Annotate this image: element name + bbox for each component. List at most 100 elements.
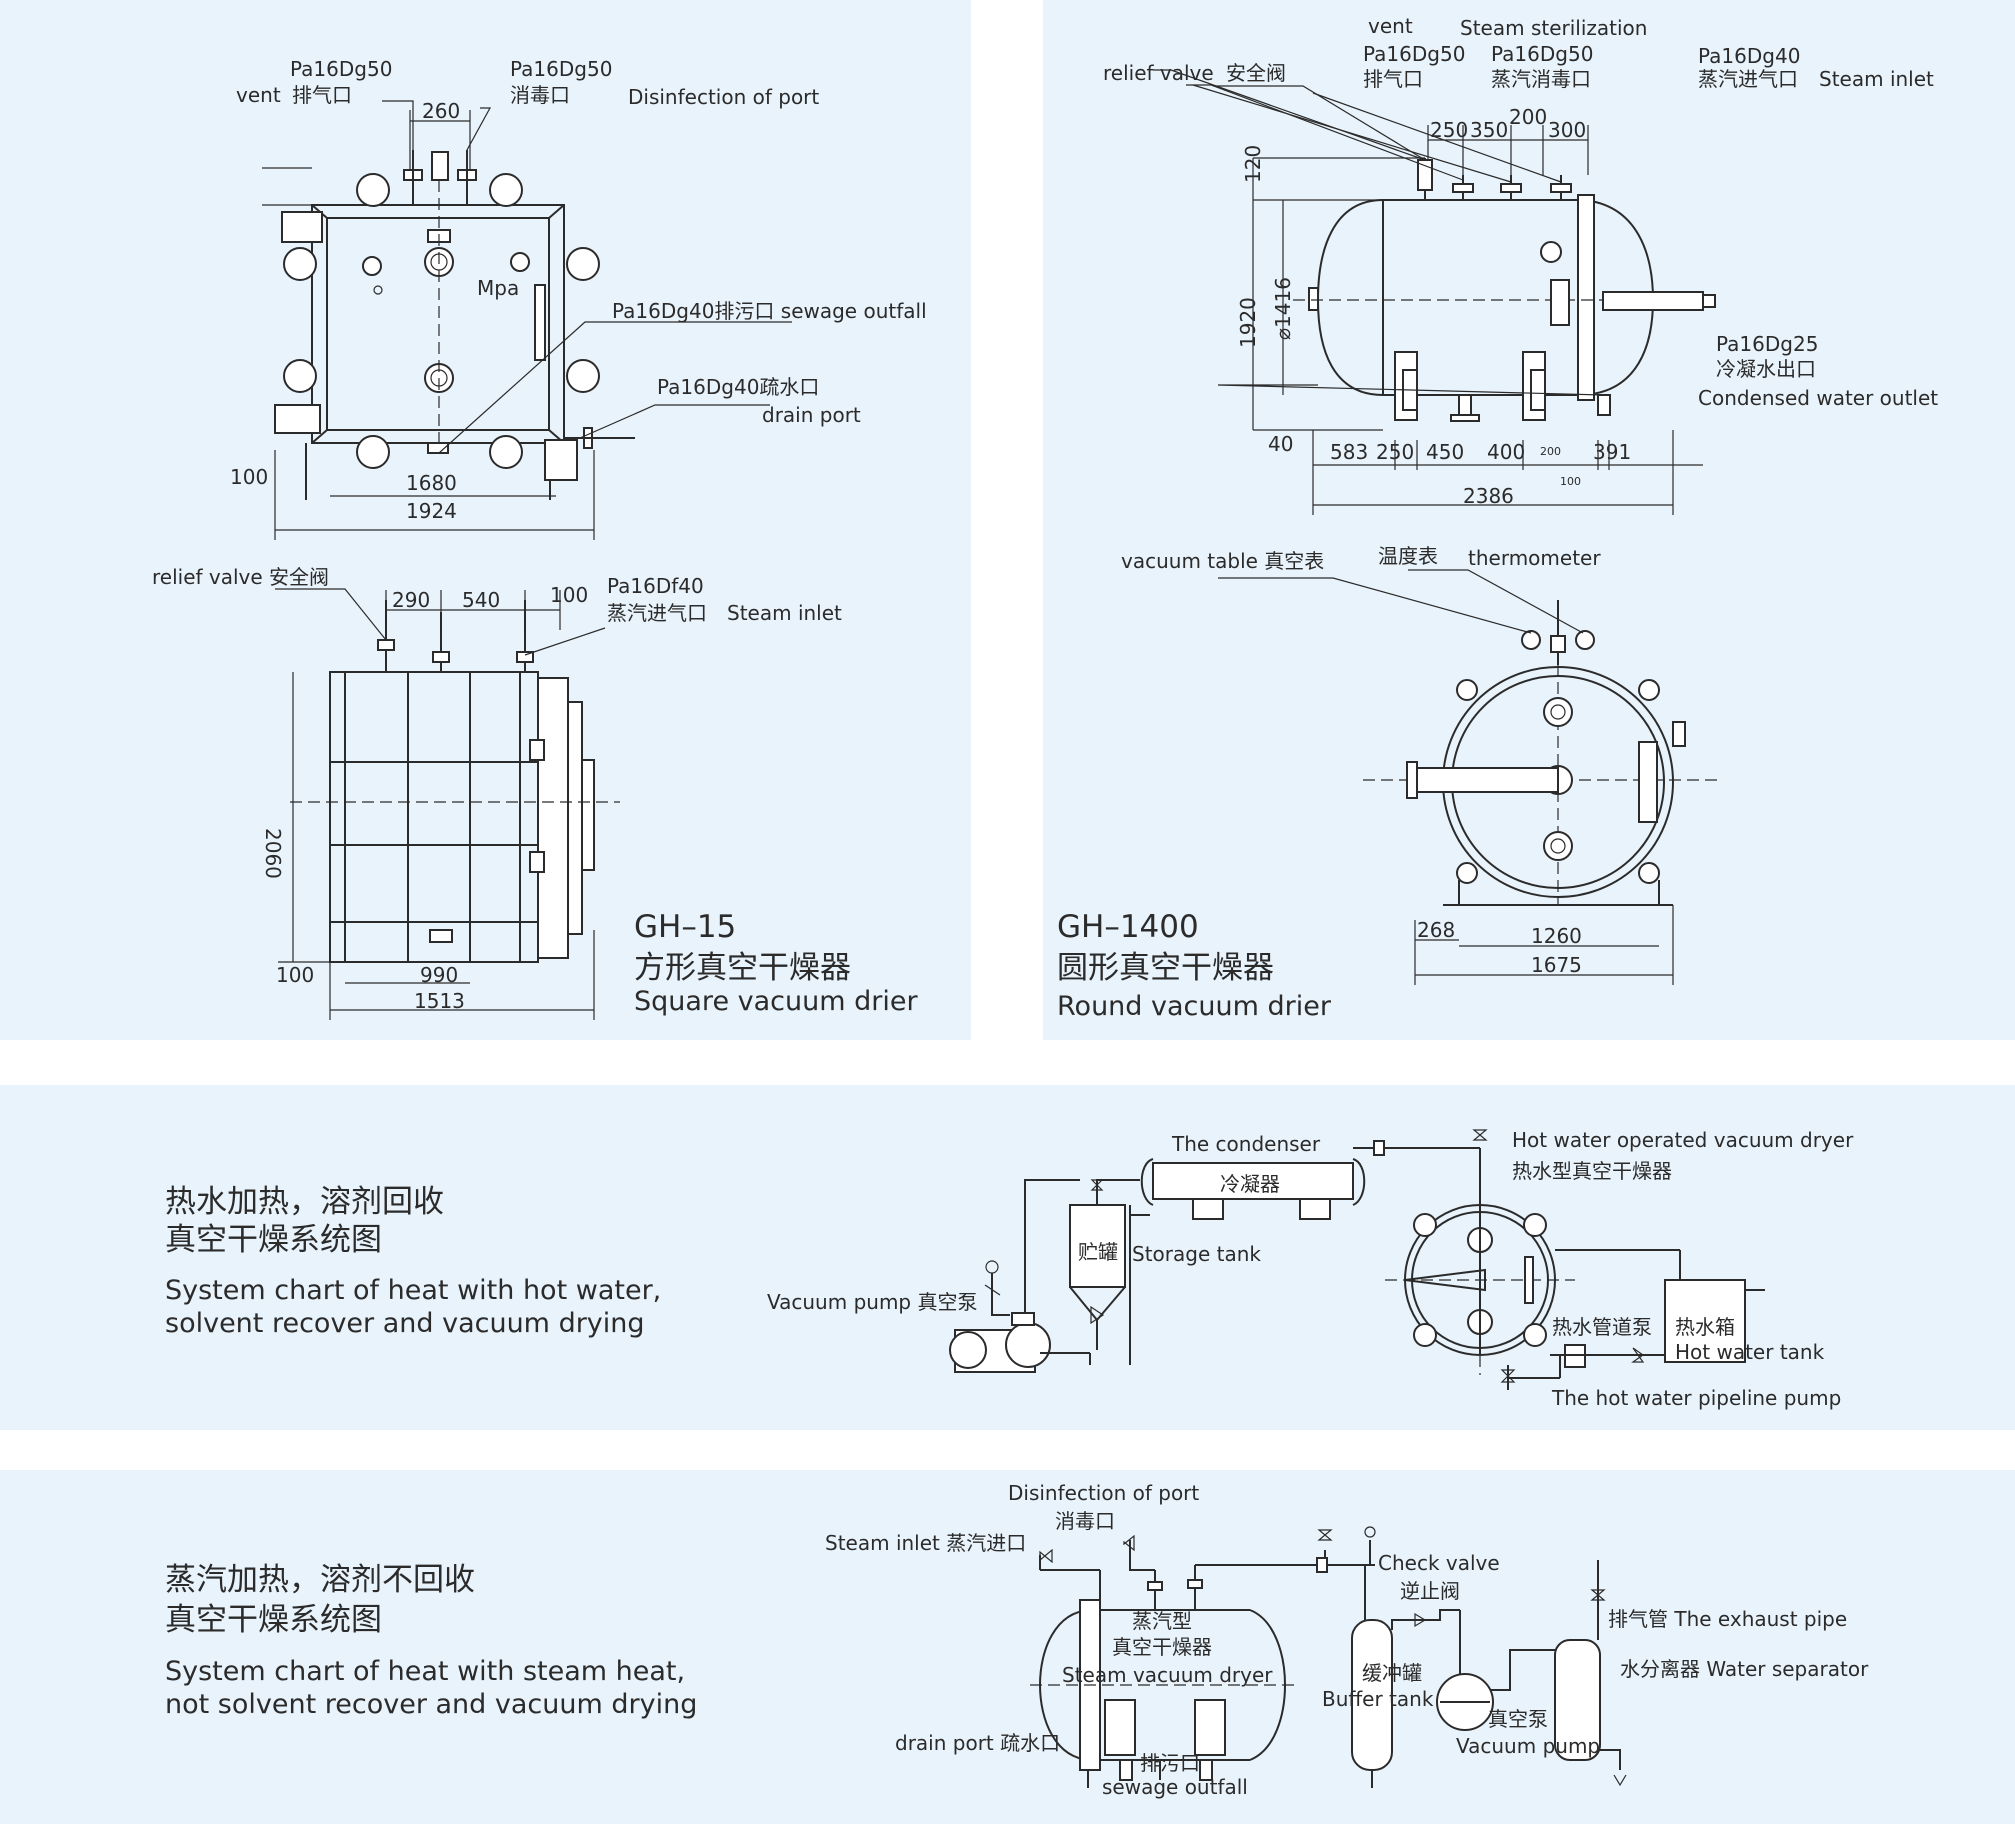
hot-water-system-panel: 热水加热，溶剂回收 真空干燥系统图 System chart of heat w… [0, 1085, 2015, 1430]
hot-water-system-chart: 热水加热，溶剂回收 真空干燥系统图 System chart of heat w… [165, 1128, 1854, 1410]
hot-dryer-en: Hot water operated vacuum dryer [1512, 1128, 1854, 1152]
steam-check-en: Check valve [1378, 1551, 1500, 1575]
sq-drain-spec: Pa16Dg40疏水口 [657, 375, 819, 399]
rd-model-title: GH–1400 [1057, 909, 1199, 945]
rd-d1920: 1920 [1236, 297, 1260, 348]
hot-storage-cn: 贮罐 [1078, 1240, 1118, 1264]
steam-system-panel: 蒸汽加热，溶剂不回收 真空干燥系统图 System chart of heat … [0, 1470, 2015, 1824]
steam-dryer-cn1: 蒸汽型 [1132, 1609, 1192, 1633]
sq-dim-540: 540 [462, 588, 500, 612]
steam-title-cn2: 真空干燥系统图 [165, 1602, 382, 1638]
hot-dryer-cn: 热水型真空干燥器 [1512, 1159, 1672, 1183]
sq-drain-en: drain port [762, 403, 861, 427]
rd-d40: 40 [1268, 432, 1293, 456]
condenser-shape [1152, 1162, 1354, 1200]
steam-exhaust-label: 排气管 The exhaust pipe [1608, 1607, 1847, 1631]
rd-ster-cn: 蒸汽消毒口 [1491, 67, 1591, 91]
sq-disinfect-en: Disinfection of port [628, 85, 819, 109]
square-drier-drawing: Pa16Dg50 vent 排气口 Pa16Dg50 消毒口 Disinfect… [152, 57, 927, 1020]
steam-buffer-en: Buffer tank [1322, 1687, 1434, 1711]
steam-sewage-en: sewage outfall [1102, 1775, 1248, 1799]
steam-check-cn: 逆止阀 [1400, 1579, 1460, 1603]
steam-sewage-cn: 排污口 [1140, 1751, 1200, 1775]
rd-steam-cn: 蒸汽进气口 [1698, 67, 1798, 91]
hot-condenser-cn: 冷凝器 [1220, 1172, 1280, 1196]
steam-dryer-cn2: 真空干燥器 [1112, 1635, 1212, 1659]
steam-title-en2: not solvent recover and vacuum drying [165, 1689, 697, 1720]
steam-vacpump-en: Vacuum pump [1456, 1734, 1600, 1758]
rd-d1675: 1675 [1531, 953, 1582, 977]
hot-water-tank-shape [1664, 1279, 1746, 1363]
rd-d200: 200 [1509, 105, 1547, 129]
steam-buffer-cn: 缓冲罐 [1362, 1661, 1422, 1685]
square-side-body [329, 671, 539, 963]
sq-dim-100-side: 100 [550, 583, 588, 607]
rd-d391: 391 [1593, 440, 1631, 464]
rd-d100s: 100 [1560, 475, 1581, 488]
rd-d1260: 1260 [1531, 924, 1582, 948]
sq-steam-en: Steam inlet [727, 601, 842, 625]
hot-pipepump-en: The hot water pipeline pump [1551, 1386, 1841, 1410]
steam-separator-label: 水分离器 Water separator [1620, 1657, 1869, 1681]
sq-dim-260: 260 [422, 99, 460, 123]
rd-cond-cn: 冷凝水出口 [1716, 357, 1816, 381]
hot-title-en1: System chart of heat with hot water, [165, 1275, 661, 1306]
dryer-handwheel-icons [1413, 1213, 1547, 1347]
steam-dryer-en: Steam vacuum dryer [1062, 1663, 1273, 1687]
rd-d1416: ⌀1416 [1271, 277, 1295, 340]
rd-thermo-en: thermometer [1468, 546, 1601, 570]
sq-dim-290: 290 [392, 588, 430, 612]
sq-name-cn: 方形真空干燥器 [634, 950, 851, 986]
steam-disinfect-en: Disinfection of port [1008, 1481, 1199, 1505]
hot-pipepump-cn: 热水管道泵 [1552, 1315, 1652, 1339]
rd-d450: 450 [1426, 440, 1464, 464]
rd-steam-en: Steam inlet [1819, 67, 1934, 91]
rd-vent-spec: Pa16Dg50 [1363, 42, 1465, 66]
hot-vacpump-label: Vacuum pump 真空泵 [767, 1290, 977, 1314]
square-drier-panel: Pa16Dg50 vent 排气口 Pa16Dg50 消毒口 Disinfect… [0, 0, 971, 1040]
sq-model-title: GH–15 [634, 909, 736, 945]
sq-vent-en: vent [236, 83, 281, 107]
sq-dim-990: 990 [420, 963, 458, 987]
steam-title-cn1: 蒸汽加热，溶剂不回收 [165, 1562, 475, 1598]
sq-disinfect-cn: 消毒口 [510, 83, 570, 107]
water-separator-shape [1554, 1639, 1601, 1761]
round-drier-drawing: vent Steam sterilization relief valve 安全… [1057, 14, 1938, 1022]
rd-cond-spec: Pa16Dg25 [1716, 332, 1818, 356]
steam-disinfect-cn: 消毒口 [1055, 1509, 1115, 1533]
rd-d350: 350 [1470, 118, 1508, 142]
steam-drain-label: drain port 疏水口 [895, 1731, 1060, 1755]
sq-dim-100-bottom: 100 [276, 963, 314, 987]
steam-inlet-label: Steam inlet 蒸汽进口 [825, 1531, 1026, 1555]
rd-d268: 268 [1417, 918, 1455, 942]
sq-dim-1924: 1924 [406, 499, 457, 523]
sq-name-en: Square vacuum drier [634, 986, 918, 1017]
rd-d583: 583 [1330, 440, 1368, 464]
rd-relief-en: relief valve [1103, 61, 1214, 85]
steam-title-en1: System chart of heat with steam heat, [165, 1656, 685, 1687]
rd-d2386: 2386 [1463, 484, 1514, 508]
rd-d200s: 200 [1540, 445, 1561, 458]
hot-storage-en: Storage tank [1132, 1242, 1261, 1266]
rd-thermo-cn: 温度表 [1378, 544, 1438, 568]
rd-cond-en: Condensed water outlet [1698, 386, 1938, 410]
hot-title-cn1: 热水加热，溶剂回收 [165, 1184, 444, 1220]
rd-d300: 300 [1548, 118, 1586, 142]
handwheel-icons [283, 173, 600, 469]
sq-sewage-label: Pa16Dg40排污口 sewage outfall [612, 299, 927, 323]
rd-name-en: Round vacuum drier [1057, 991, 1332, 1022]
hot-title-cn2: 真空干燥系统图 [165, 1222, 382, 1258]
steam-vacpump-cn: 真空泵 [1488, 1707, 1548, 1731]
rd-d250: 250 [1430, 118, 1468, 142]
sq-vent-spec: Pa16Dg50 [290, 57, 392, 81]
hot-tank-cn: 热水箱 [1675, 1315, 1735, 1339]
sq-steam-spec: Pa16Df40 [607, 574, 704, 598]
rd-d400: 400 [1487, 440, 1525, 464]
rd-vent-en: vent [1368, 14, 1413, 38]
rd-name-cn: 圆形真空干燥器 [1057, 950, 1274, 986]
hot-title-en2: solvent recover and vacuum drying [165, 1308, 645, 1339]
rd-vac-table-label: vacuum table 真空表 [1121, 549, 1324, 573]
end-view-handwheel-icons [1456, 679, 1660, 884]
rd-relief-cn: 安全阀 [1226, 61, 1286, 85]
sq-dim-2060: 2060 [261, 828, 285, 879]
